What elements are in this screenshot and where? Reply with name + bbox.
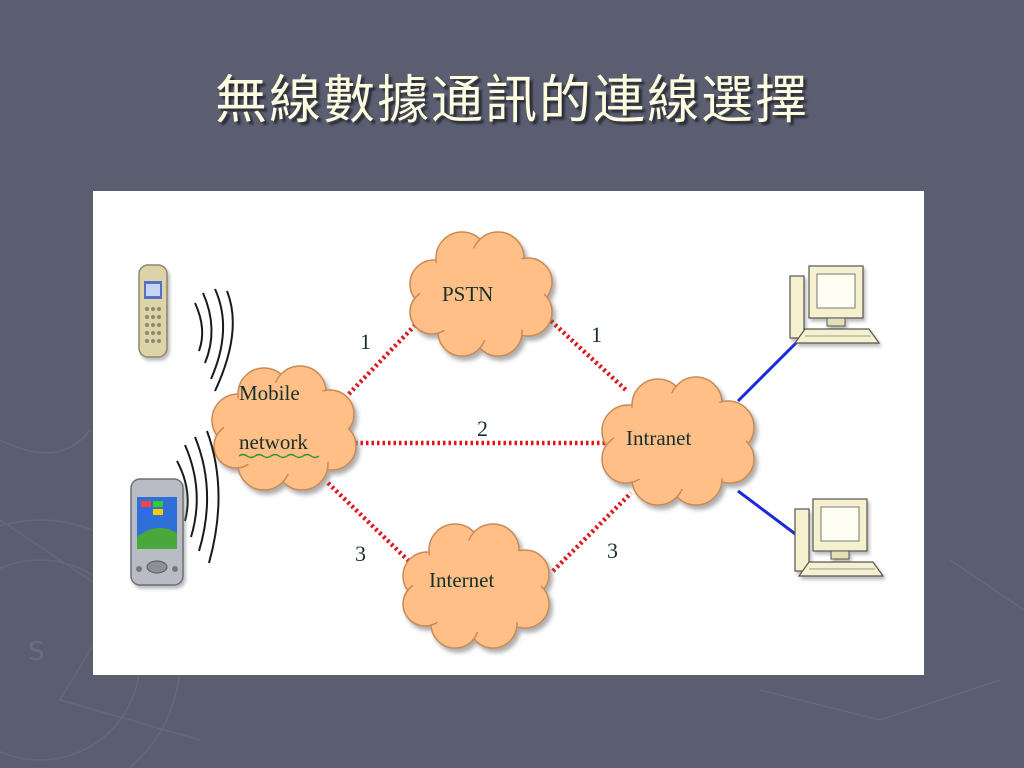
cloud-label-intranet: Intranet <box>626 426 691 450</box>
route-number-mobile-pstn: 1 <box>360 329 371 354</box>
route-number-mobile-internet: 3 <box>355 541 366 566</box>
cloud-pstn <box>409 231 553 357</box>
route-number-pstn-intranet: 1 <box>591 322 602 347</box>
cloud-label-mobile: Mobile <box>239 381 300 405</box>
route-number-internet-intranet: 3 <box>607 538 618 563</box>
cloud-label-network: network <box>239 430 308 454</box>
route-number-mobile-intranet: 2 <box>477 416 488 441</box>
route-lines <box>326 319 633 573</box>
lan-link-top-computer <box>736 339 800 403</box>
wireless-signal-icon <box>176 288 234 564</box>
lan-link-bottom-computer <box>737 489 799 538</box>
route-mobile-to-internet <box>326 481 417 569</box>
lan-links <box>736 339 800 538</box>
desktop-computer-icon <box>794 498 885 577</box>
cloud-mobile-network <box>211 365 357 491</box>
pda-icon <box>130 478 184 586</box>
cloud-internet <box>402 523 550 649</box>
slide-title: 無線數據通訊的連線選擇 <box>214 71 809 131</box>
network-diagram: 1 1 2 3 3 Mobile network <box>93 191 924 675</box>
cloud-intranet <box>601 376 755 506</box>
mobile-phone-icon <box>138 264 168 358</box>
route-internet-to-intranet <box>551 491 633 573</box>
desktop-computer-icon <box>789 265 881 344</box>
spellcheck-underline <box>238 453 320 459</box>
route-mobile-to-pstn <box>343 319 421 400</box>
cloud-label-pstn: PSTN <box>442 282 493 306</box>
svg-text:S: S <box>28 637 45 667</box>
cloud-label-internet: Internet <box>429 568 494 592</box>
route-pstn-to-intranet <box>549 319 629 393</box>
